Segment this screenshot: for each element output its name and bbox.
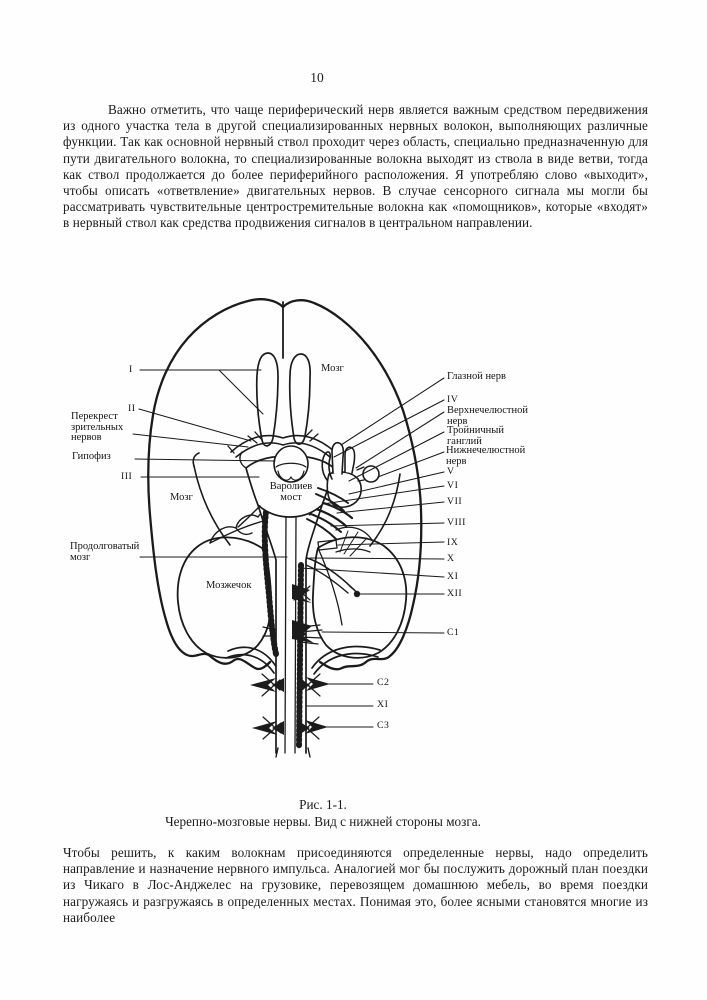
- label-optic-chiasm: Перекрест зрительных нервов: [71, 411, 124, 443]
- label-spinal-XI: XI: [377, 699, 389, 710]
- cerebellum-right: [311, 536, 408, 659]
- label-maxillary-nerve: Верхнечелюстной нерв: [447, 405, 528, 427]
- label-root-C2: C2: [377, 677, 390, 688]
- label-pons: Варолиев мост: [269, 481, 313, 503]
- page-number: 10: [310, 70, 324, 85]
- hatched-band-left: [261, 509, 279, 657]
- figure-caption-number: Рис. 1-1.: [299, 797, 347, 812]
- label-nerve-VIII: VIII: [447, 517, 466, 528]
- label-nerve-XI: XI: [447, 571, 459, 582]
- figure-caption-text: Черепно-мозговые нервы. Вид с нижней сто…: [165, 814, 481, 829]
- leader-lines: [132, 369, 445, 728]
- label-cerebellum: Мозжечок: [206, 580, 252, 591]
- cerebellum-bottom-arcs: [225, 645, 381, 675]
- label-nerve-V: V: [447, 466, 455, 477]
- paragraph-bottom: Чтобы решить, к каким волокнам присоедин…: [63, 845, 648, 925]
- spinal-cord: [257, 504, 323, 758]
- pituitary-gland: [273, 445, 309, 483]
- nerve-rootlets: [250, 498, 373, 740]
- label-ophthalmic-nerve: Глазной нерв: [447, 371, 506, 382]
- label-nerve-VII: VII: [447, 496, 463, 507]
- label-medulla: Продолговатый мозг: [70, 541, 140, 563]
- olfactory-bulbs: [247, 352, 319, 447]
- label-root-C3: C3: [377, 720, 390, 731]
- brain-outline: [147, 298, 423, 671]
- label-nerve-XII: XII: [447, 588, 463, 599]
- label-root-C1: C1: [447, 627, 460, 638]
- label-nerve-I: I: [129, 364, 133, 375]
- label-brain-left: Мозг: [170, 492, 193, 503]
- paragraph-top: Важно отметить, что чаще периферический …: [63, 102, 648, 231]
- label-nerve-IV: IV: [447, 394, 459, 405]
- label-mandibular-nerve: Нижнечелюстной нерв: [446, 445, 526, 467]
- label-trigeminal-ganglion: Тройничный ганглий: [447, 425, 504, 447]
- label-nerve-III: III: [121, 471, 133, 482]
- cerebellum-left: [176, 536, 273, 659]
- label-hypophysis: Гипофиз: [72, 451, 111, 462]
- label-nerve-X: X: [447, 553, 455, 564]
- label-nerve-IX: IX: [447, 537, 459, 548]
- label-brain-top: Мозг: [321, 363, 344, 374]
- label-nerve-VI: VI: [447, 480, 459, 491]
- label-nerve-II: II: [128, 403, 136, 414]
